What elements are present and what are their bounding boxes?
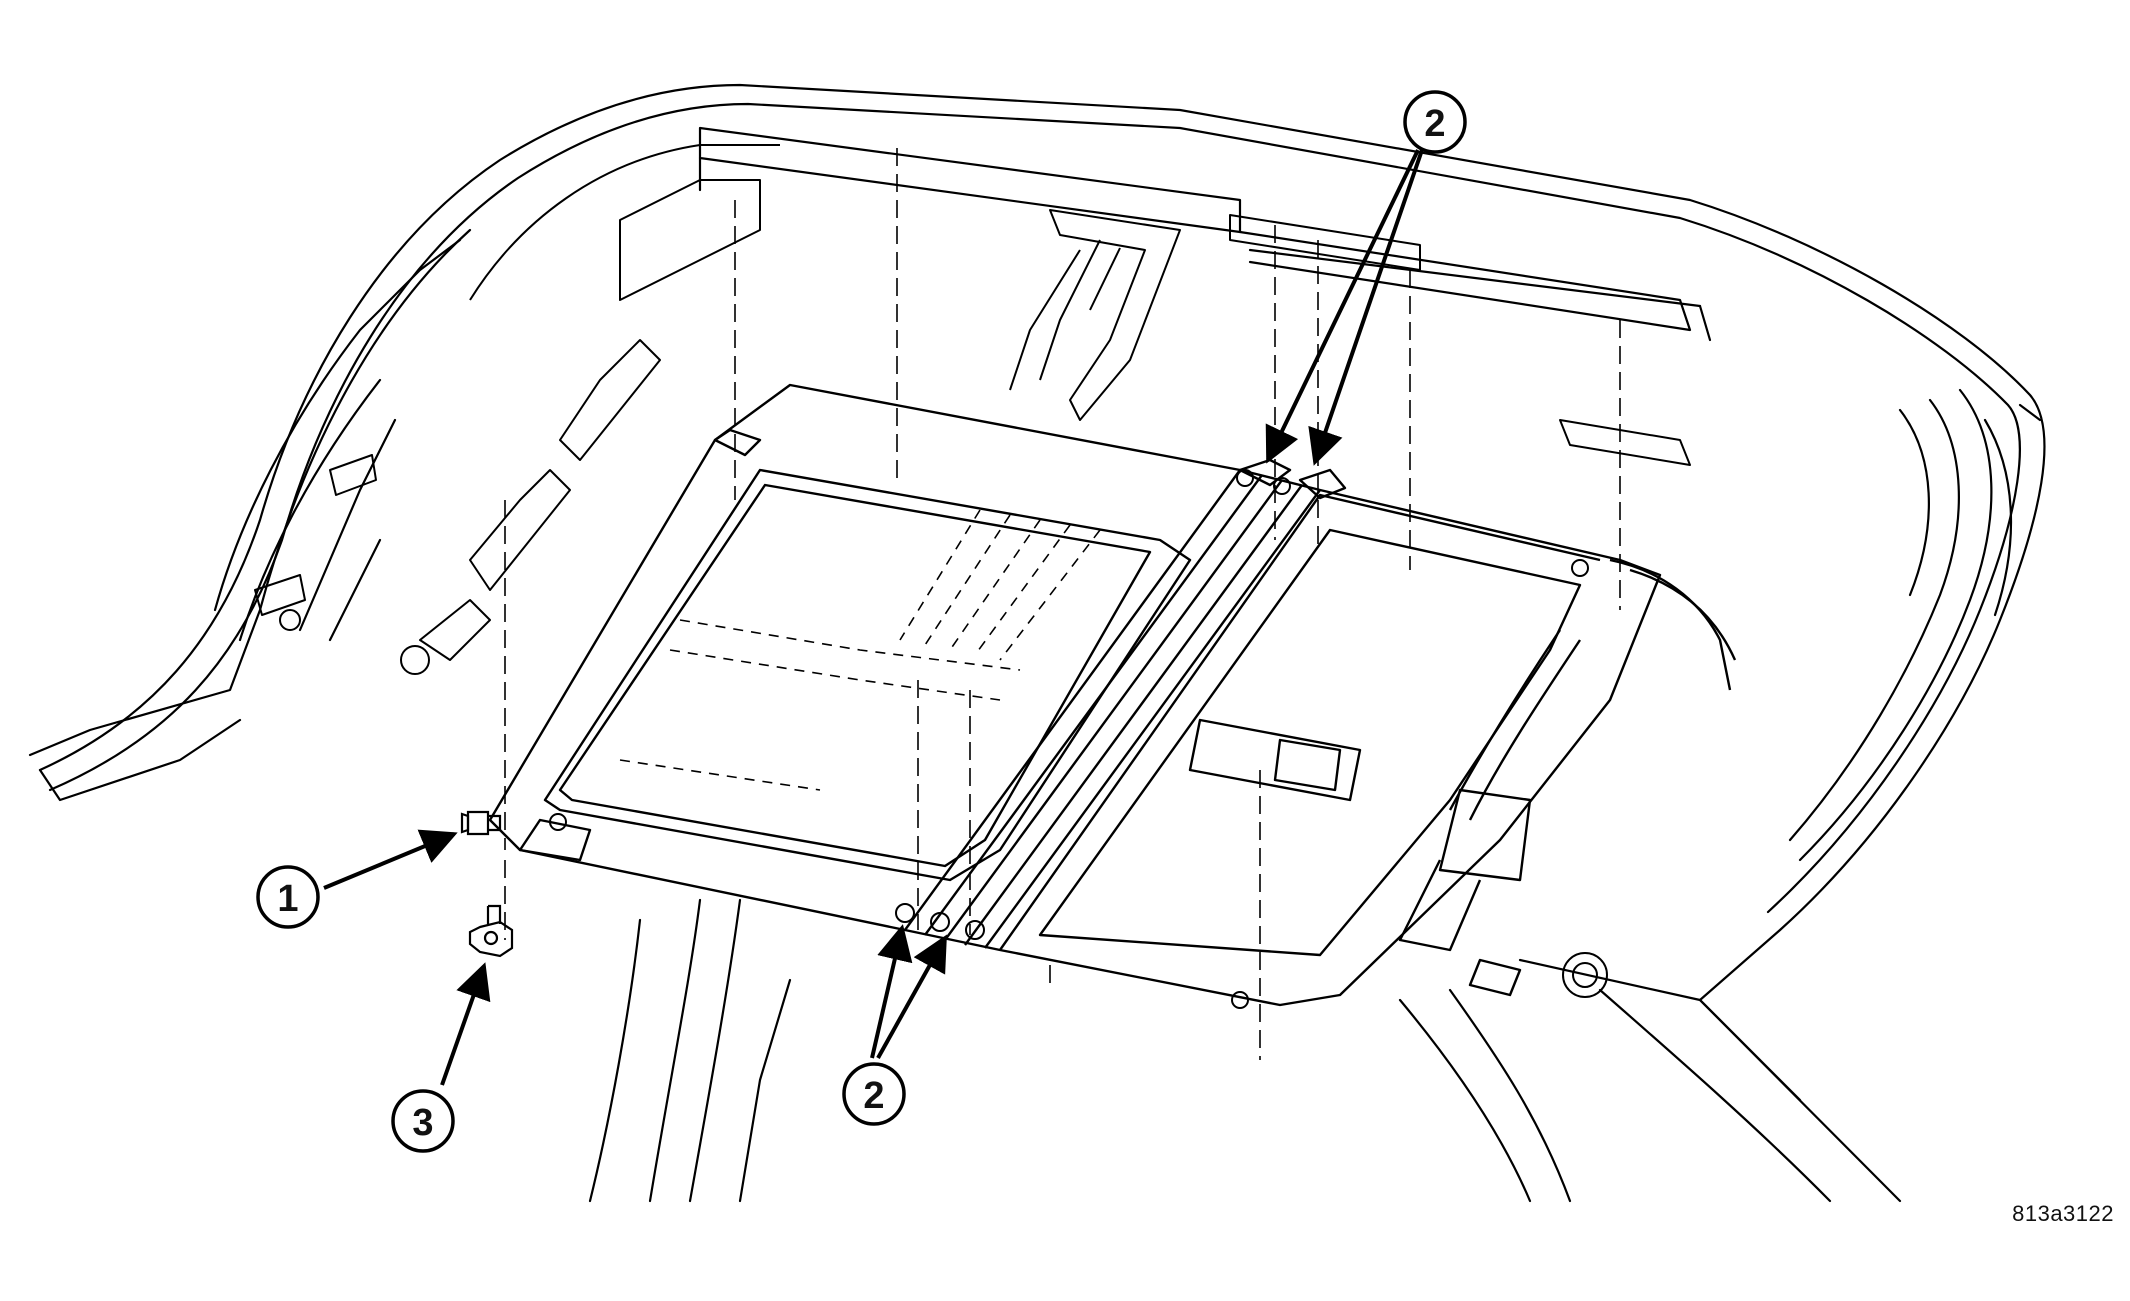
svg-text:3: 3 (412, 1102, 433, 1144)
roof-bows (254, 144, 1691, 998)
callout-arrow-2-bottom-a (870, 924, 913, 1059)
svg-text:2: 2 (1424, 103, 1445, 145)
svg-text:2: 2 (863, 1075, 884, 1117)
roof-body-outline (28, 83, 2046, 1203)
callout-arrow-1 (323, 829, 458, 890)
callout-arrow-3 (440, 962, 491, 1086)
glass-panel-hatching (619, 509, 1101, 791)
callout-2-top: 2 (1403, 90, 1467, 154)
callout-arrows (323, 149, 1424, 1086)
callout-arrow-2-top-b (1308, 149, 1424, 466)
callout-arrow-2-bottom-b (876, 934, 947, 1059)
frame-mount-points (549, 469, 1589, 1009)
callout-1: 1 (256, 865, 320, 929)
callout-arrow-2-top-a (1265, 149, 1420, 464)
sunroof-module-frame (488, 383, 1737, 1007)
fastener-nut (460, 810, 502, 836)
svg-text:1: 1 (277, 878, 298, 920)
alignment-lines (504, 148, 1621, 1060)
fastener-bolt (468, 904, 514, 958)
callout-2-bottom: 2 (842, 1062, 906, 1126)
callout-3: 3 (391, 1089, 455, 1153)
figure-id-label: 813a3122 (2012, 1201, 2114, 1226)
